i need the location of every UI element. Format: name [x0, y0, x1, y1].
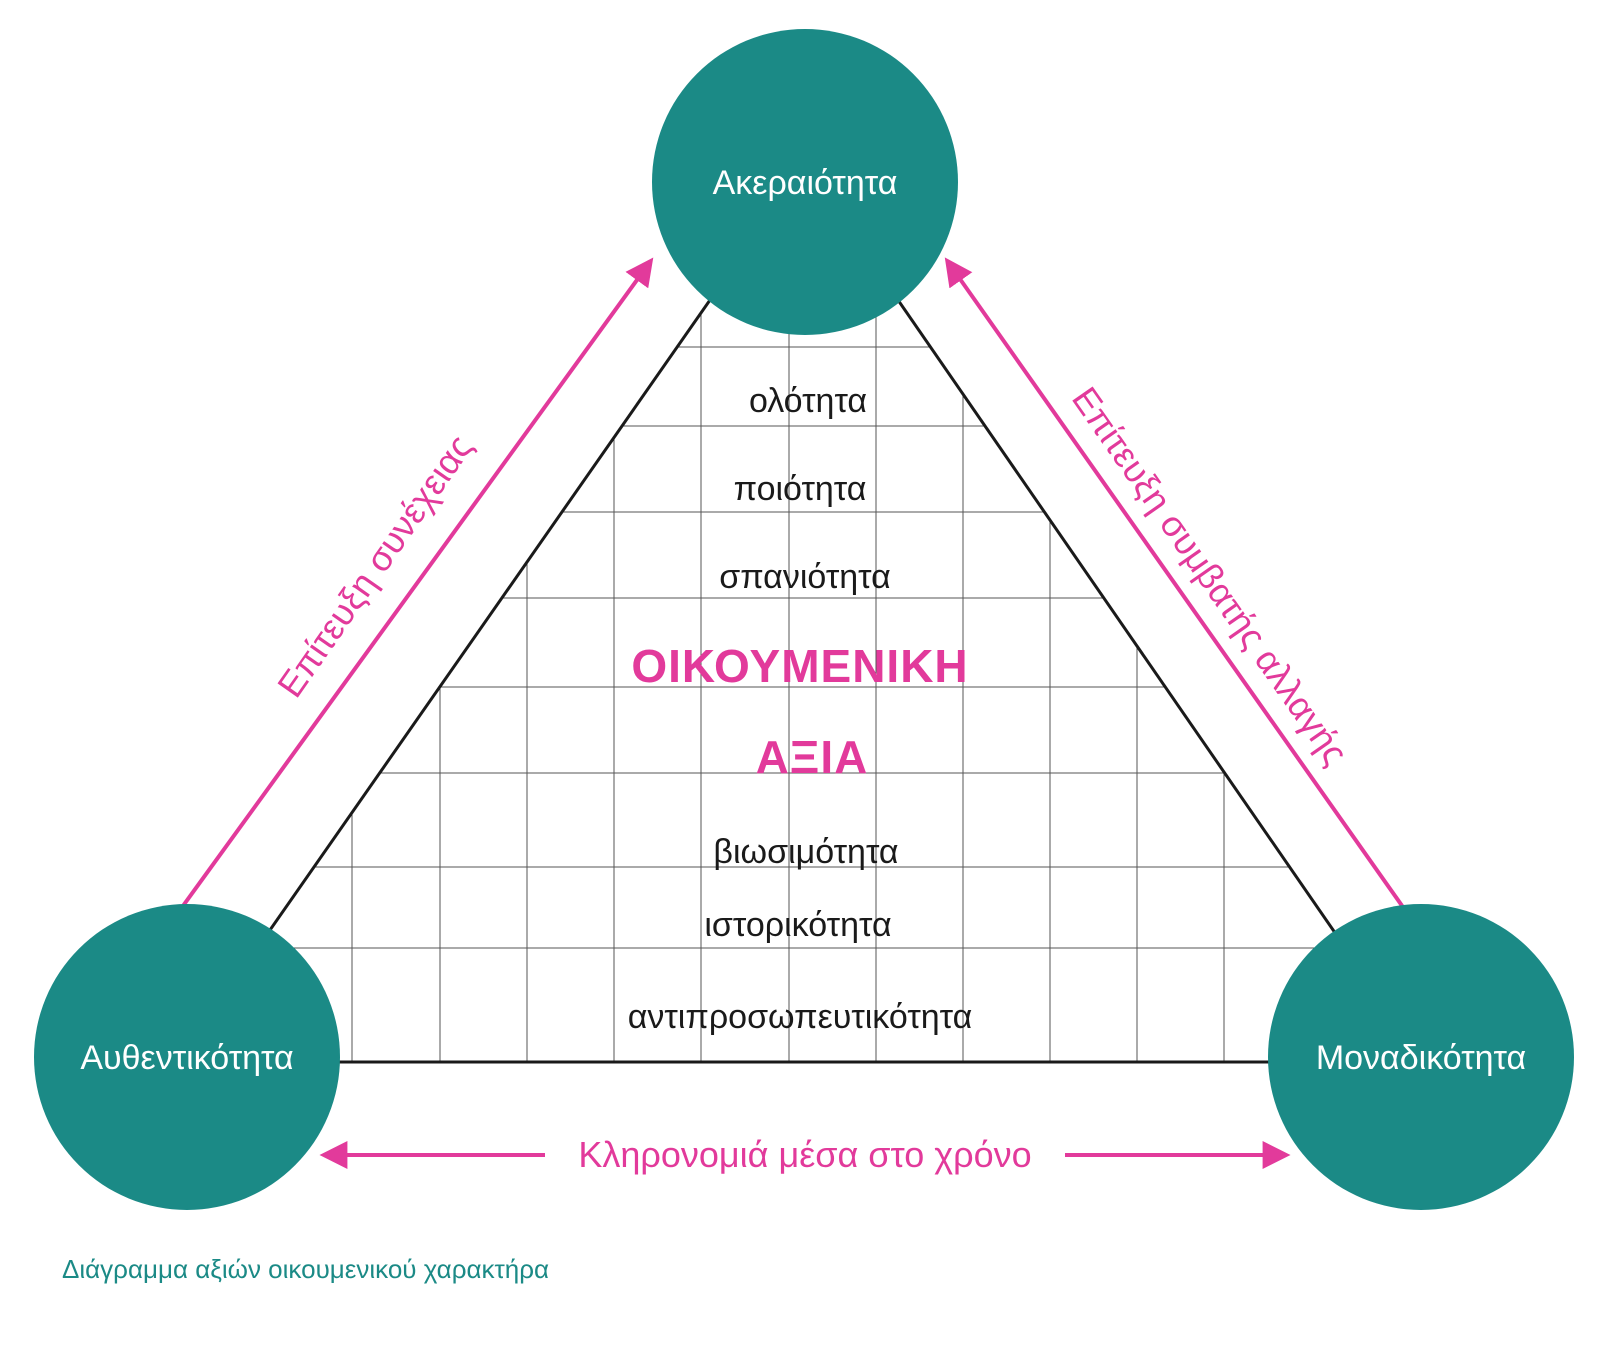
relation-label-heritage: Κληρονομιά μέσα στο χρόνο: [578, 1134, 1031, 1175]
triangle-outline: [268, 299, 1342, 1064]
relation-label-continuity: Επίτευξη συνέχειας: [269, 427, 480, 704]
headline-universal: ΟΙΚΟΥΜΕΝΙΚΗ: [631, 640, 968, 692]
headline-value: ΑΞΙΑ: [756, 731, 869, 783]
node-right-label: Μοναδικότητα: [1316, 1039, 1526, 1077]
value-rarity: σπανιότητα: [719, 558, 891, 596]
figure-caption: Διάγραμμα αξιών οικουμενικού χαρακτήρα: [62, 1254, 550, 1284]
node-top-circle: [652, 29, 958, 335]
value-quality: ποιότητα: [734, 470, 867, 508]
compatible-change-arrow: [944, 257, 1407, 912]
node-top: Ακεραιότητα: [652, 29, 958, 335]
node-left: Αυθεντικότητα: [34, 904, 340, 1210]
continuity-arrow: [178, 257, 654, 912]
value-viability: βιωσιμότητα: [713, 833, 898, 871]
node-left-circle: [34, 904, 340, 1210]
triangle-right-edge: [896, 299, 1342, 941]
center-values: ολότητα ποιότητα σπανιότητα ΟΙΚΟΥΜΕΝΙΚΗ …: [628, 382, 973, 1036]
node-top-label: Ακεραιότητα: [713, 164, 898, 202]
node-right: Μοναδικότητα: [1268, 904, 1574, 1210]
value-historicity: ιστορικότητα: [704, 906, 891, 944]
relation-label-compatible-change: Επίτευξη συμβατής αλλαγής: [1064, 379, 1356, 772]
value-wholeness: ολότητα: [749, 382, 867, 420]
triangle-left-edge: [268, 299, 712, 931]
node-right-circle: [1268, 904, 1574, 1210]
relation-arrows: [178, 257, 1407, 1169]
node-left-label: Αυθεντικότητα: [80, 1039, 293, 1077]
value-representativeness: αντιπροσωπευτικότητα: [628, 998, 973, 1036]
